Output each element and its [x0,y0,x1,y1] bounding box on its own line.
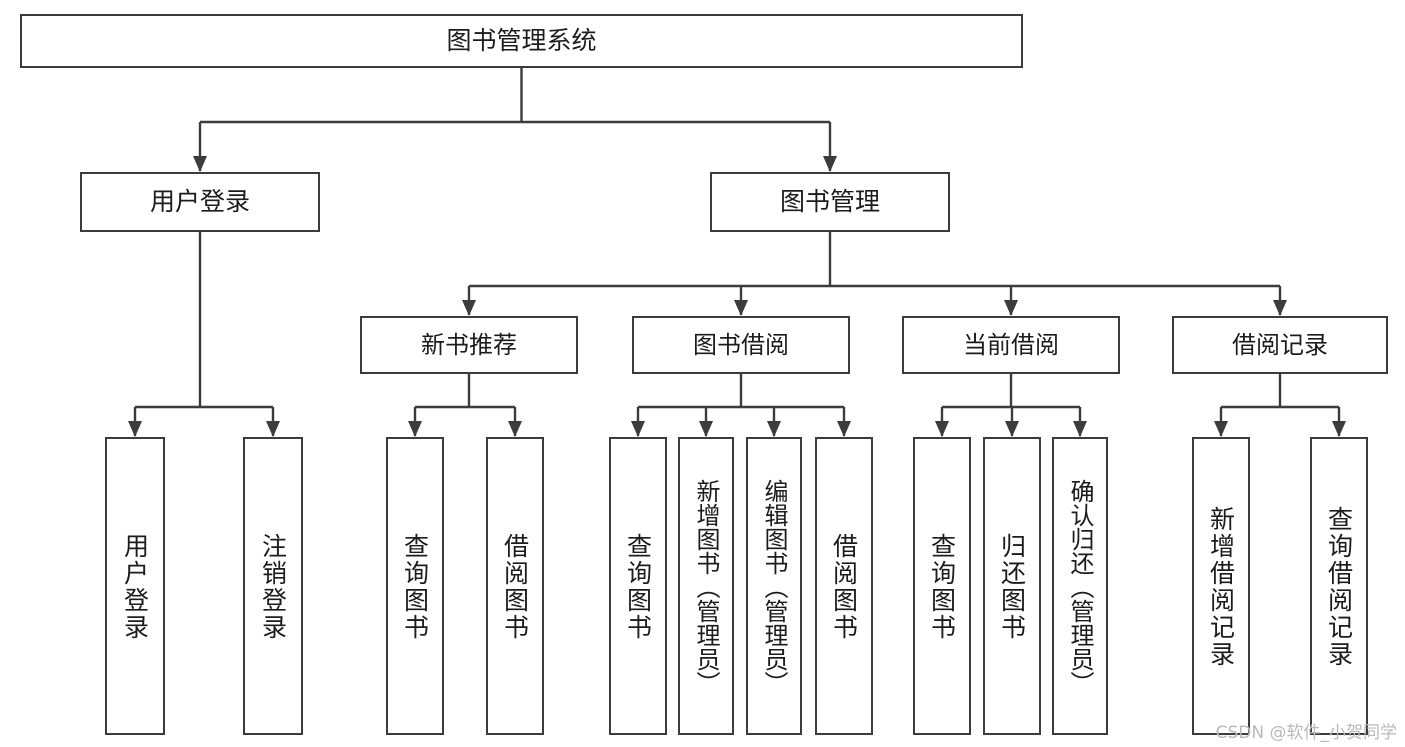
arrowhead-icon [699,421,713,437]
leaf-node-leaf-edit-book[interactable]: 编辑图书（管理员） [746,437,802,735]
arrowhead-icon [266,421,280,437]
arrowhead-icon [935,421,949,437]
arrowhead-icon [767,421,781,437]
leaf-node-leaf-borrow-book-2[interactable]: 借阅图书 [815,437,873,735]
arrowhead-icon [128,421,142,437]
arrowhead-icon [193,156,207,172]
node-label: 注销登录 [258,533,288,641]
arrowhead-icon [462,300,476,316]
node-label: 确认归还（管理员） [1066,479,1094,695]
arrowhead-icon [1332,421,1346,437]
arrowhead-icon [1273,300,1287,316]
arrowhead-icon [508,421,522,437]
leaf-node-leaf-query-book-3[interactable]: 查询图书 [913,437,971,735]
node-book-borrow[interactable]: 图书借阅 [632,316,850,374]
node-label: 新增图书（管理员） [692,479,720,695]
watermark: CSDN @软件_小贺同学 [1215,723,1397,743]
node-label: 查询借阅记录 [1324,506,1354,668]
leaf-node-leaf-borrow-book-1[interactable]: 借阅图书 [486,437,544,735]
arrowhead-icon [1004,300,1018,316]
arrowhead-icon [837,421,851,437]
node-label: 用户登录 [120,533,150,641]
leaf-node-leaf-add-record[interactable]: 新增借阅记录 [1192,437,1250,735]
arrowhead-icon [1214,421,1228,437]
node-label: 编辑图书（管理员） [760,479,788,695]
arrowhead-icon [734,300,748,316]
node-current-borrow[interactable]: 当前借阅 [902,316,1120,374]
node-user-login[interactable]: 用户登录 [80,172,320,232]
arrowhead-icon [1005,421,1019,437]
leaf-node-leaf-user-login[interactable]: 用户登录 [105,437,165,735]
node-label: 借阅图书 [500,533,530,641]
node-label: 归还图书 [997,533,1027,641]
leaf-node-leaf-confirm-return[interactable]: 确认归还（管理员） [1052,437,1108,735]
arrowhead-icon [1073,421,1087,437]
arrowhead-icon [631,421,645,437]
leaf-node-leaf-query-book-2[interactable]: 查询图书 [609,437,667,735]
node-label: 新书推荐 [421,330,517,359]
node-label: 用户登录 [149,187,250,217]
leaf-node-leaf-query-book-1[interactable]: 查询图书 [386,437,444,735]
root-node-root[interactable]: 图书管理系统 [20,14,1023,68]
node-borrow-record[interactable]: 借阅记录 [1172,316,1388,374]
node-label: 新增借阅记录 [1206,506,1236,668]
leaf-node-leaf-add-book[interactable]: 新增图书（管理员） [678,437,734,735]
node-label: 图书管理 [779,187,880,217]
leaf-node-leaf-user-logout[interactable]: 注销登录 [243,437,303,735]
node-label: 当前借阅 [963,330,1059,359]
node-label: 查询图书 [927,533,957,641]
arrowhead-icon [408,421,422,437]
node-label: 图书管理系统 [446,26,597,56]
arrowhead-icon [823,156,837,172]
node-label: 图书借阅 [693,330,789,359]
node-label: 查询图书 [400,533,430,641]
leaf-node-leaf-return-book[interactable]: 归还图书 [983,437,1041,735]
node-label: 借阅图书 [829,533,859,641]
node-label: 查询图书 [623,533,653,641]
node-new-book-recommend[interactable]: 新书推荐 [360,316,578,374]
node-label: 借阅记录 [1232,330,1328,359]
node-book-manage[interactable]: 图书管理 [710,172,950,232]
leaf-node-leaf-query-record[interactable]: 查询借阅记录 [1310,437,1368,735]
